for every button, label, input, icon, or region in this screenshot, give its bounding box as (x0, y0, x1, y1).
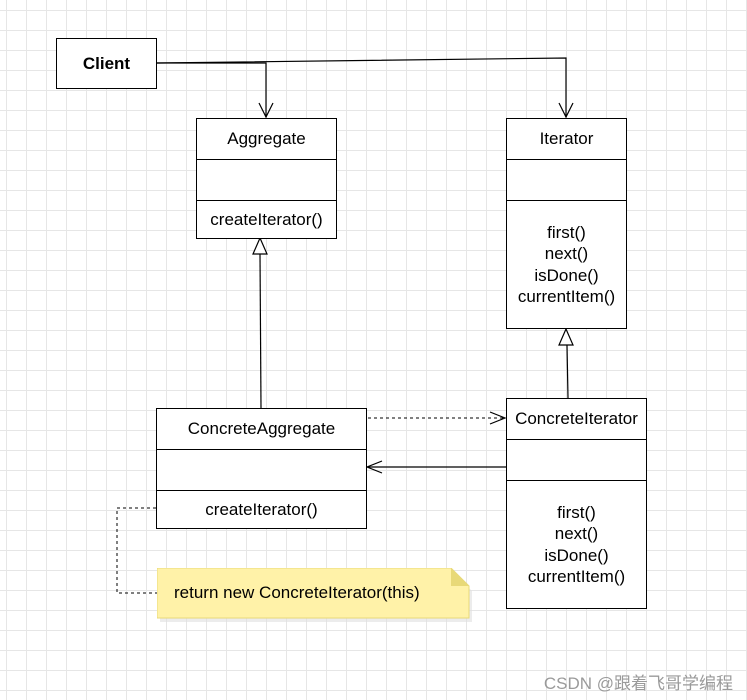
concrete-iterator-operations: first() next() isDone() currentItem() (507, 481, 646, 608)
association-arrowhead (365, 460, 383, 474)
client-to-iterator-arrowhead (558, 102, 574, 119)
iterator-class-name: Iterator (507, 119, 626, 160)
iterator-attributes (507, 160, 626, 201)
concrete-aggregate-class-name: ConcreteAggregate (157, 409, 366, 450)
concrete-aggregate-class[interactable]: ConcreteAggregate createIterator() (156, 408, 367, 529)
concrete-iterator-class-name: ConcreteIterator (507, 399, 646, 440)
aggregate-attributes (197, 160, 336, 201)
operation: first() (547, 222, 586, 242)
aggregate-class[interactable]: Aggregate createIterator() (196, 118, 337, 239)
concrete-aggregate-attributes (157, 450, 366, 491)
iterator-operations: first() next() isDone() currentItem() (507, 201, 626, 328)
operation: next() (554, 524, 599, 543)
aggregate-generalization-triangle (252, 236, 268, 255)
creates-dependency-arrowhead (489, 411, 507, 425)
aggregate-class-name: Aggregate (197, 119, 336, 160)
note[interactable]: return new ConcreteIterator(this) (157, 568, 472, 622)
concrete-aggregate-operations: createIterator() (157, 491, 366, 528)
note-shape (157, 568, 472, 622)
note-text: return new ConcreteIterator(this) (174, 583, 420, 602)
operation: currentItem() (527, 567, 626, 586)
concrete-iterator-generalization-line (566, 344, 569, 399)
concrete-iterator-class[interactable]: ConcreteIterator first() next() isDone()… (506, 398, 647, 609)
operation: currentItem() (517, 287, 616, 306)
note-connector-line (116, 507, 157, 594)
client-label: Client (82, 53, 131, 73)
operation: next() (544, 244, 589, 263)
operation: isDone() (534, 265, 599, 285)
watermark: CSDN @跟着飞哥学编程 (543, 674, 733, 693)
iterator-generalization-triangle (558, 327, 574, 346)
client-box[interactable]: Client (56, 38, 157, 89)
client-to-aggregate-arrowhead (258, 102, 274, 119)
aggregate-operations: createIterator() (197, 201, 336, 238)
client-to-aggregate-arrow (157, 62, 267, 117)
concrete-aggregate-generalization-line (259, 253, 262, 409)
iterator-class[interactable]: Iterator first() next() isDone() current… (506, 118, 627, 329)
client-to-iterator-arrow (156, 57, 567, 117)
operation: createIterator() (205, 499, 318, 519)
operation: isDone() (544, 545, 609, 565)
concrete-iterator-attributes (507, 440, 646, 481)
operation: first() (557, 502, 596, 522)
operation: createIterator() (210, 209, 323, 229)
